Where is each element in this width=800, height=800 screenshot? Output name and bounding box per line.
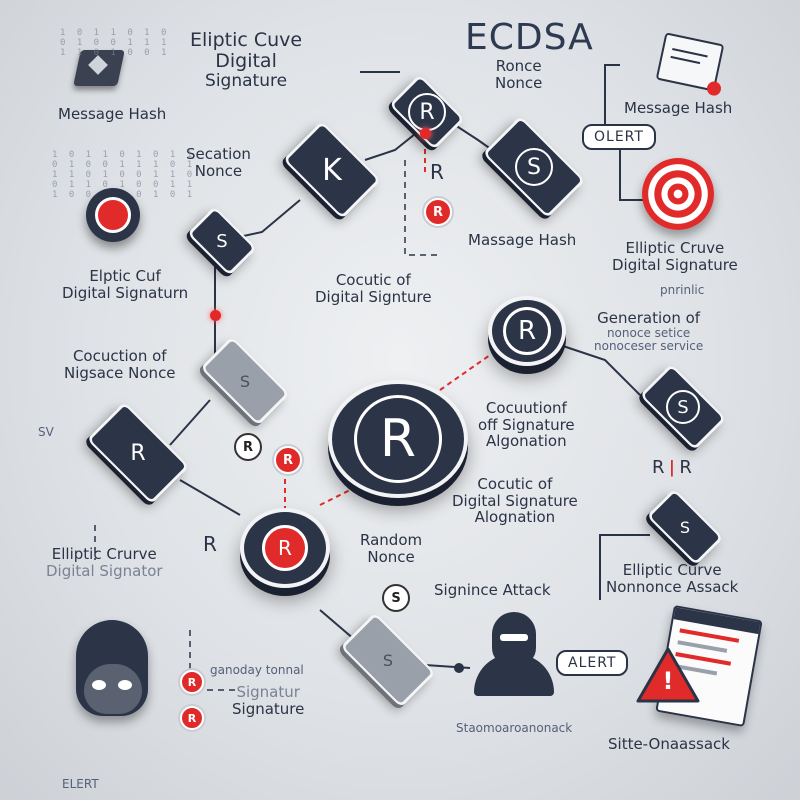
- chip-r-red: R: [424, 198, 452, 226]
- wire-dash-right: [320, 490, 350, 505]
- disc-r-red[interactable]: R: [240, 508, 330, 588]
- hacker-icon: [474, 612, 554, 696]
- tile-s-light[interactable]: S: [204, 350, 286, 412]
- wire-hash-bracket: [585, 65, 620, 130]
- disc-r-mid[interactable]: R: [488, 296, 566, 366]
- r-disc-letter: R: [503, 307, 551, 355]
- label-rr: R ǀ R: [652, 458, 692, 478]
- s-bottom-letter: S: [376, 648, 400, 672]
- target-icon: [642, 158, 714, 230]
- label-elert: ELERT: [62, 778, 99, 791]
- label-generation: Generation of nonoce setice nonoceser se…: [594, 310, 703, 353]
- s-mid-right-letter: S: [666, 390, 700, 424]
- chip-s-ring: S: [382, 584, 410, 612]
- warning-triangle-icon: !: [636, 646, 700, 704]
- label-sig-small: ganoday tonnal: [210, 664, 304, 677]
- binary-rain-icon: 1 0 1 1 0 1 0 0 1 0 0 1 1 1 1 1 0 1 0 0 …: [60, 28, 169, 58]
- tile-s-right[interactable]: S: [650, 500, 720, 554]
- masked-face-icon: [70, 620, 154, 732]
- s-light-letter: S: [233, 369, 257, 393]
- chip-r-letter: R: [425, 160, 449, 184]
- label-sv: SV: [38, 426, 54, 439]
- diagram-title: ECDSA: [465, 18, 594, 58]
- r-big-letter: R: [354, 395, 442, 483]
- tile-s-mid-right[interactable]: S: [644, 376, 722, 438]
- tile-s-left[interactable]: S: [192, 214, 252, 268]
- red-node-dot-left: [210, 310, 221, 321]
- r-left-letter: R: [121, 436, 155, 470]
- label-tr-hash: Message Hash: [624, 100, 732, 117]
- label-cocutic-lower: Cocutic of Digital Signature Alognation: [452, 476, 578, 526]
- tile-s-bottom[interactable]: S: [345, 626, 431, 694]
- tile-k[interactable]: K: [290, 132, 374, 208]
- disc-r-big[interactable]: R: [328, 380, 468, 498]
- red-node-dot: [420, 128, 431, 139]
- label-bottom-attack: Sitte-Onaassack: [608, 736, 730, 753]
- wire-dash-mid: [440, 355, 490, 390]
- exclaim-glyph: !: [656, 666, 680, 696]
- olert-badge: OLERT: [582, 124, 656, 150]
- tile-s-top[interactable]: S: [488, 130, 580, 204]
- label-tl-title: Eliptic Cuve Digital Signature: [190, 30, 302, 90]
- tile-r-left[interactable]: R: [92, 416, 184, 490]
- r-red-letter: R: [262, 525, 308, 571]
- chip-r-red-mid: R: [274, 446, 302, 474]
- s-right-letter: S: [672, 514, 698, 540]
- label-cocutionf: Cocuutionf off Signature Algonation: [478, 400, 575, 450]
- s-tile-letter: S: [515, 148, 553, 186]
- k-tile-letter: K: [322, 153, 342, 188]
- r-tile-letter: R: [408, 93, 446, 131]
- chip-r-sig2: R: [180, 706, 204, 730]
- chip-r-plain: R: [198, 532, 222, 556]
- label-bottom-blur: Staomoaroanonack: [456, 722, 572, 735]
- connector-node: [454, 663, 464, 673]
- label-signince: Signince Attack: [434, 582, 551, 599]
- s-left-letter: S: [208, 227, 236, 255]
- alert-badge: ALERT: [556, 650, 628, 676]
- chip-r-sig1: R: [180, 670, 204, 694]
- label-massage-hash: Massage Hash: [468, 232, 576, 249]
- wire-rleft-down: [180, 480, 240, 515]
- red-button-icon: [86, 188, 140, 242]
- chip-r-ring: R: [234, 433, 262, 461]
- label-right-small: pnrinlic: [660, 284, 704, 297]
- label-tl-hash: Message Hash: [58, 106, 166, 123]
